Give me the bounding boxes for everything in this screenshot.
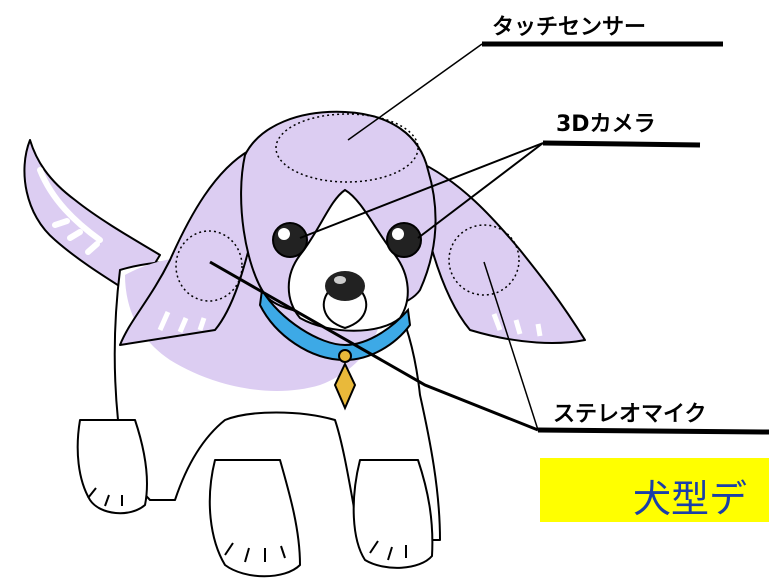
camera-3d-label: 3Dカメラ	[556, 112, 656, 137]
caption-banner: 犬型デ	[540, 458, 769, 522]
touch-sensor-label: タッチセンサー	[492, 15, 647, 40]
dog-eyes	[272, 222, 422, 258]
pointer-lines	[209, 41, 769, 435]
stereo-mic-label: ステレオマイク	[553, 402, 707, 427]
dog-legs	[76, 419, 434, 578]
caption-text: 犬型デ	[633, 477, 748, 521]
dog-nose	[325, 271, 365, 301]
dog-head	[240, 110, 437, 332]
dog-collar	[258, 287, 412, 411]
sensor-outlines	[175, 113, 520, 302]
